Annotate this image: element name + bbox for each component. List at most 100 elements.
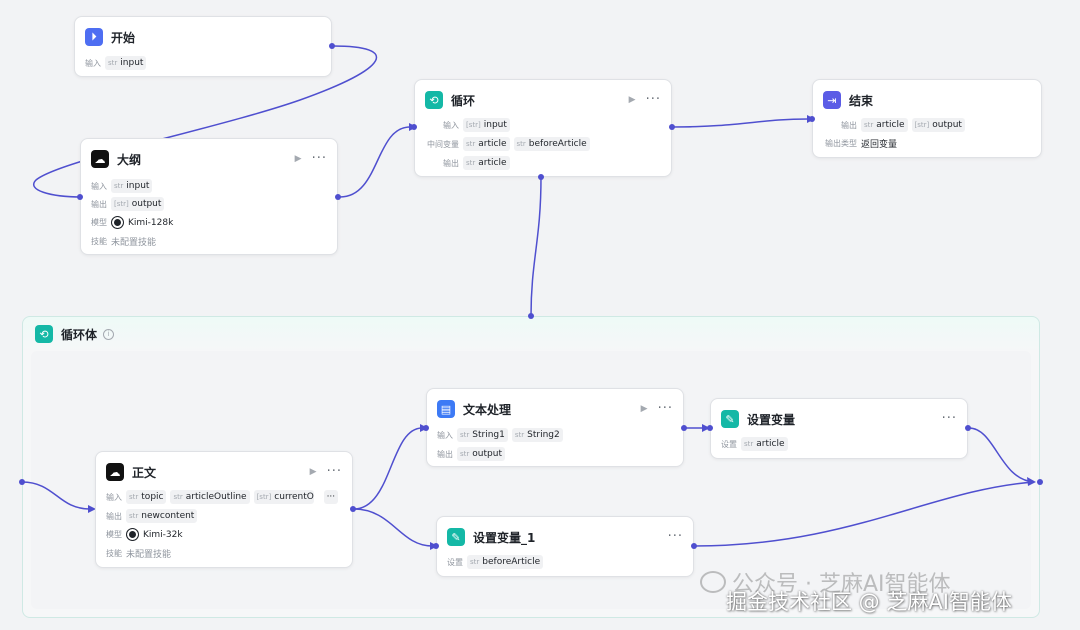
skill-row: 技能 未配置技能: [91, 237, 157, 248]
more-menu-button[interactable]: ···: [941, 411, 957, 426]
model-icon: [111, 216, 124, 229]
node-title: 大纲: [117, 152, 142, 167]
output-port[interactable]: [681, 425, 687, 431]
node-header: ✎ 设置变量_1 ···: [447, 526, 683, 548]
skill-row: 技能 未配置技能: [106, 549, 172, 560]
node-header: ⇥ 结束: [823, 89, 1031, 111]
info-icon[interactable]: i: [103, 328, 115, 340]
node-header: ⟲ 循环 ▶ ···: [425, 89, 661, 111]
more-menu-button[interactable]: ···: [667, 529, 683, 544]
node-header: ☁ 大纲 ▶ ···: [91, 148, 327, 170]
loop-body-title: 循环体: [61, 327, 98, 342]
node-title: 正文: [132, 465, 157, 480]
output-port[interactable]: [965, 425, 971, 431]
input-port[interactable]: [707, 425, 713, 431]
edge-outline-to-loop: [339, 126, 411, 198]
output-port[interactable]: [350, 506, 356, 512]
node-title: 设置变量: [747, 412, 796, 427]
node-header: ✎ 设置变量 ···: [721, 408, 957, 430]
edge-loop-to-end: [671, 118, 809, 128]
watermark-wechat: 公众号 · 芝麻AI智能体: [700, 566, 951, 598]
input-port[interactable]: [411, 124, 417, 130]
watermark-juejin: 掘金技术社区 @ 芝麻AI智能体: [726, 590, 1012, 614]
output-port[interactable]: [691, 543, 697, 549]
variable-tag: [str]output: [111, 197, 165, 211]
output-port[interactable]: [669, 124, 675, 130]
input-port[interactable]: [809, 116, 815, 122]
loop-body-header: ⟲ 循环体 i: [35, 325, 115, 343]
output-row: 输出 [str]output: [91, 197, 165, 211]
output-port[interactable]: [329, 43, 335, 49]
input-port[interactable]: [423, 425, 429, 431]
wechat-icon: [700, 571, 726, 593]
variable-tag: [str]currentOut: [253, 490, 314, 504]
input-port[interactable]: [77, 194, 83, 200]
loop-icon: ⟲: [425, 91, 443, 109]
input-port[interactable]: [433, 543, 439, 549]
start-icon: ⏵: [85, 28, 103, 46]
more-menu-button[interactable]: ···: [645, 92, 661, 107]
node-title: 文本处理: [463, 402, 512, 417]
model-row: 模型 Kimi-128k: [91, 216, 174, 229]
more-menu-button[interactable]: ···: [326, 464, 342, 479]
output-port[interactable]: [335, 194, 341, 200]
node-title: 开始: [111, 30, 136, 45]
node-title: 设置变量_1: [473, 530, 536, 545]
run-button[interactable]: ▶: [294, 154, 302, 164]
node-title: 循环: [451, 93, 476, 108]
llm-icon: ☁: [91, 150, 109, 168]
llm-icon: ☁: [106, 463, 124, 481]
end-icon: ⇥: [823, 91, 841, 109]
loop-end-port[interactable]: [1037, 479, 1043, 485]
run-button[interactable]: ▶: [628, 95, 636, 105]
node-header: ▤ 文本处理 ▶ ···: [437, 398, 673, 420]
text-process-icon: ▤: [437, 400, 455, 418]
set-variable-icon: ✎: [721, 410, 739, 428]
more-inputs-button[interactable]: ···: [323, 490, 339, 504]
model-icon: [126, 528, 139, 541]
run-button[interactable]: ▶: [640, 404, 648, 414]
variable-tag: [str]output: [911, 118, 965, 132]
run-button[interactable]: ▶: [309, 467, 317, 477]
output-type-row: 输出类型 返回变量: [825, 139, 898, 150]
loop-icon: ⟲: [35, 325, 53, 343]
loop-start-port[interactable]: [19, 479, 25, 485]
loop-body-port[interactable]: [538, 174, 544, 180]
input-row: 输入 [str]input: [425, 118, 510, 132]
more-menu-button[interactable]: ···: [657, 401, 673, 416]
node-header: ⏵ 开始: [85, 26, 321, 48]
more-menu-button[interactable]: ···: [311, 151, 327, 166]
node-title: 结束: [849, 93, 874, 108]
model-row: 模型 Kimi-32k: [106, 528, 183, 541]
edge-loop-to-loopbody: [530, 176, 542, 317]
loop-body-port[interactable]: [528, 313, 534, 319]
